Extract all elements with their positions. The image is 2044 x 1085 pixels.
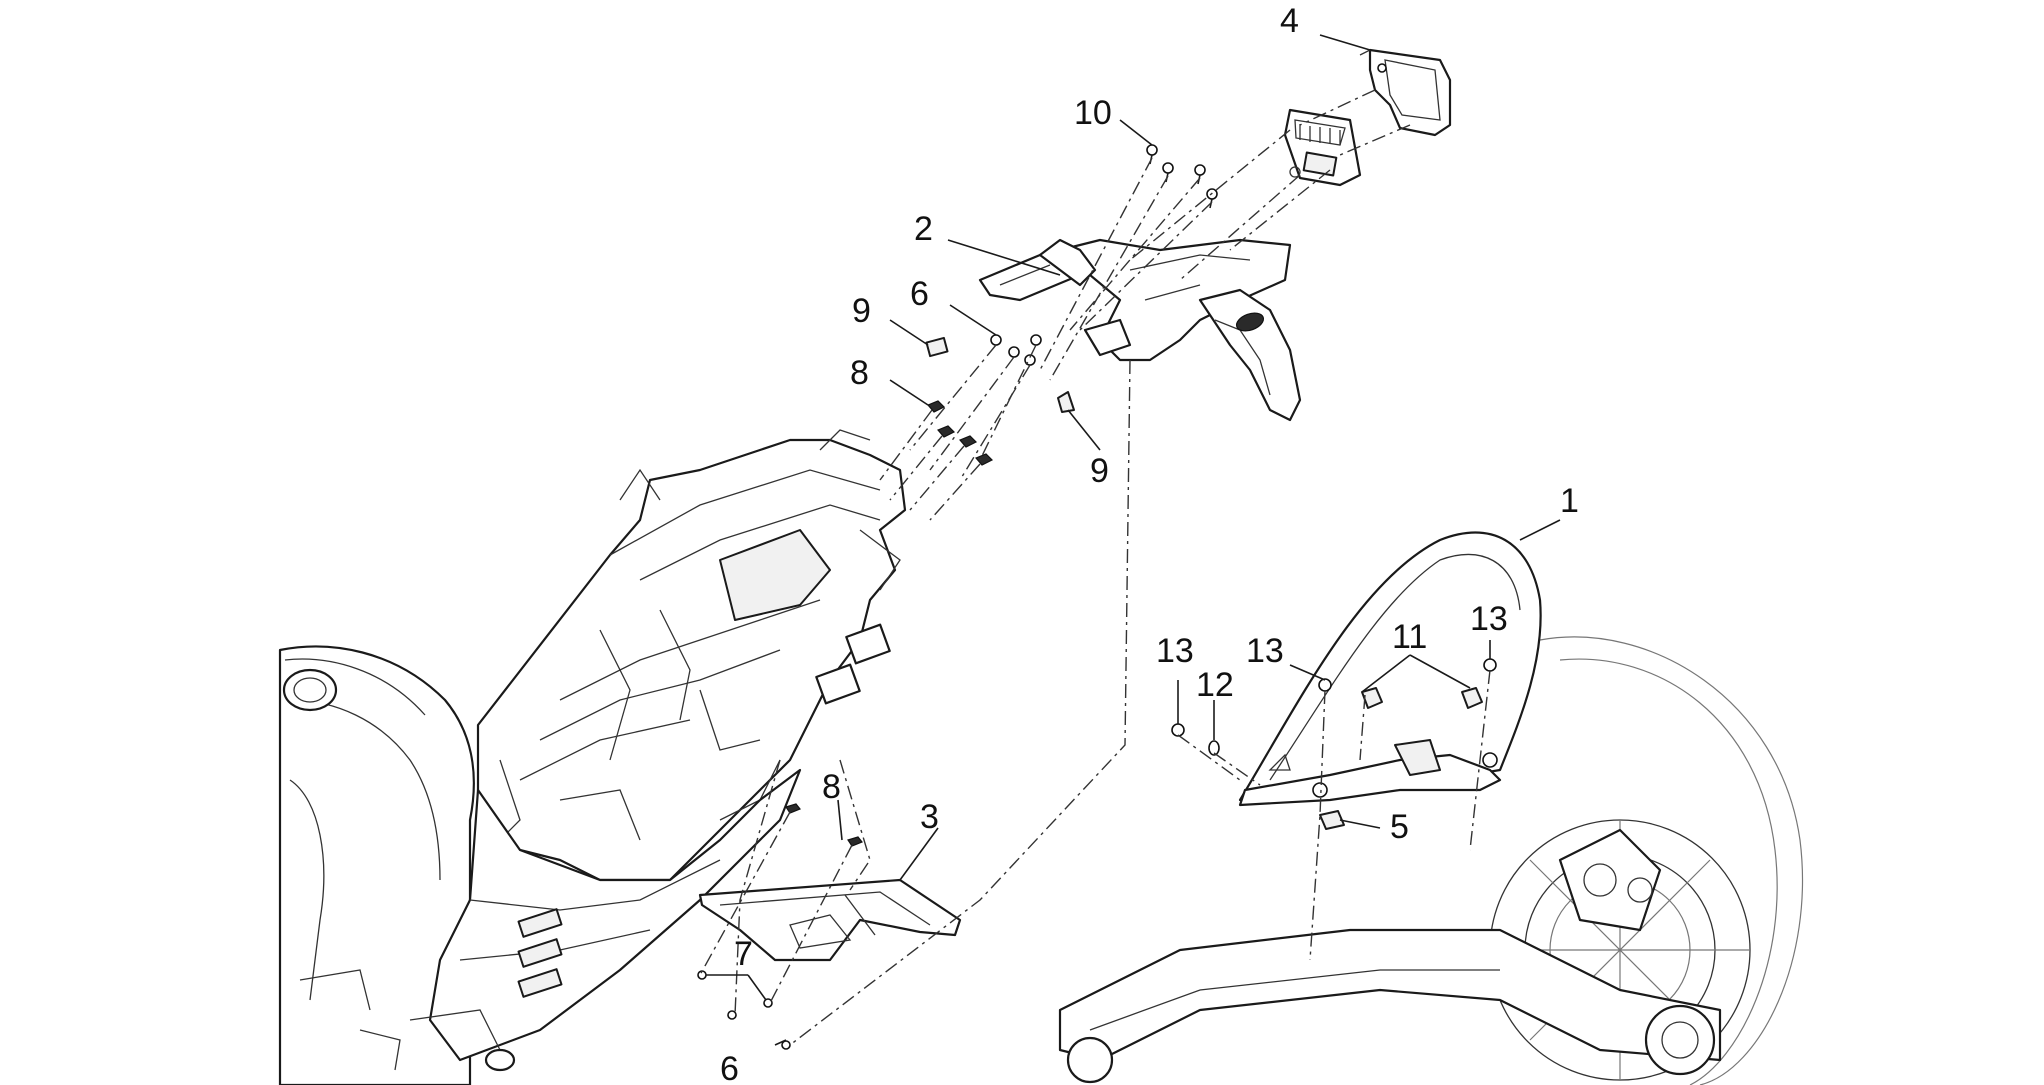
callout-10: 10 [1074, 94, 1112, 132]
callout-4: 4 [1280, 2, 1299, 40]
callout-6-upper: 6 [910, 275, 929, 313]
callout-13-right: 13 [1470, 600, 1508, 638]
fuel-tank-outline [278, 645, 475, 1085]
assembly-lines [699, 89, 1491, 1046]
callout-7: 7 [734, 935, 753, 973]
callout-labels: 1 2 3 4 5 6 6 7 8 8 9 9 10 11 12 13 13 1… [720, 2, 1579, 1085]
callout-8-upper: 8 [850, 354, 869, 392]
callout-1: 1 [1560, 482, 1579, 520]
callout-12: 12 [1196, 666, 1234, 704]
callout-13-left: 13 [1156, 632, 1194, 670]
callout-6-lower: 6 [720, 1050, 739, 1085]
leader-lines [706, 34, 1561, 1046]
part-3-plate [698, 878, 962, 962]
rear-wheel-and-swingarm [1058, 636, 1804, 1085]
part-1-mudguard [1238, 531, 1542, 807]
callout-13-middle: 13 [1246, 632, 1284, 670]
callout-9-lower: 9 [1090, 452, 1109, 490]
regulator-unit [1283, 108, 1362, 187]
rear-subframe [476, 429, 907, 882]
callout-11: 11 [1392, 618, 1427, 656]
callout-9-upper: 9 [852, 292, 871, 330]
callout-2: 2 [914, 210, 933, 248]
part-2-tail-light-support [978, 238, 1302, 422]
part-4-bracket [1359, 48, 1452, 137]
callout-3: 3 [920, 798, 939, 836]
side-panel [359, 768, 802, 1072]
callout-8-lower: 8 [822, 768, 841, 806]
callout-5: 5 [1390, 808, 1409, 846]
